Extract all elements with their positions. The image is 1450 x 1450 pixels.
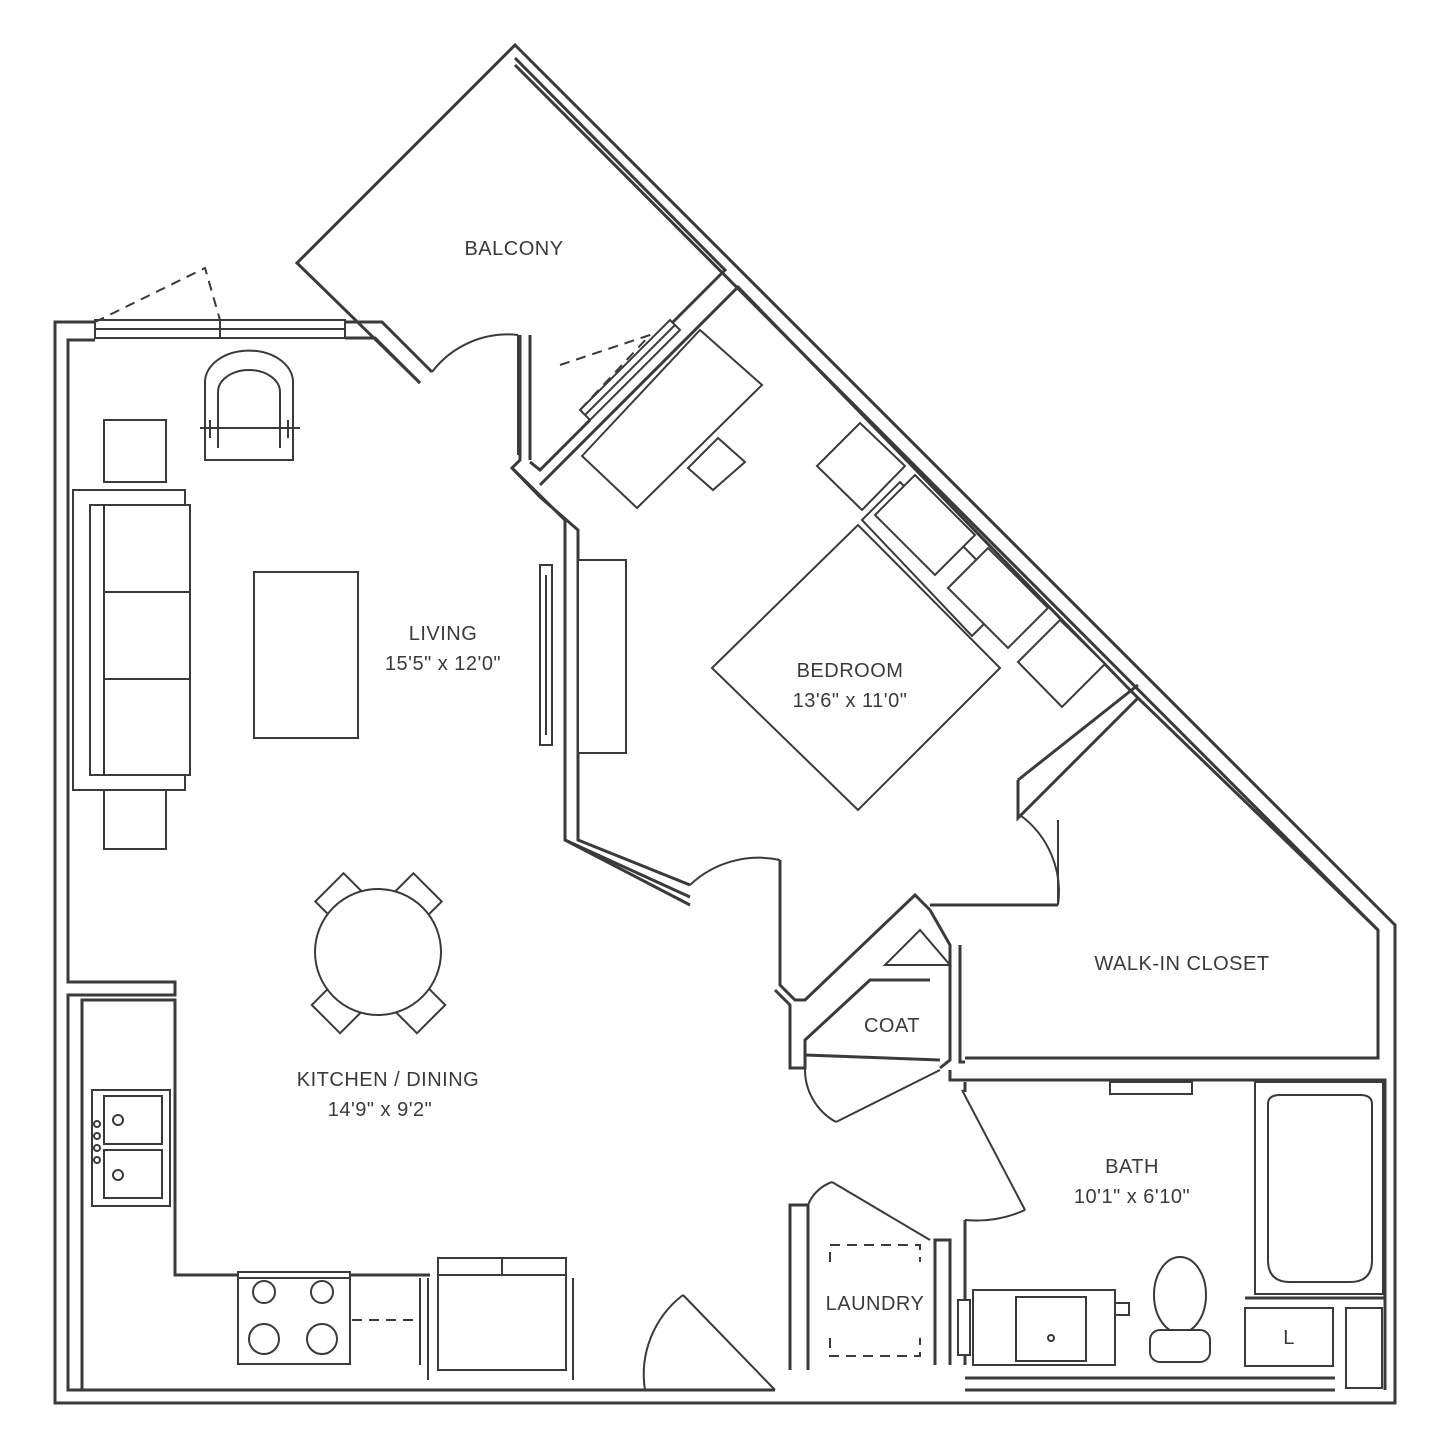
armchair: [200, 349, 300, 461]
vanity: [957, 1289, 1130, 1366]
living-label: LIVING: [409, 623, 478, 645]
end-table-top: [103, 419, 167, 483]
laundry-label: LAUNDRY: [826, 1293, 925, 1315]
end-table-bottom: [103, 786, 167, 850]
bath-size: 10'1" x 6'10": [1074, 1186, 1190, 1208]
linen-label: L: [1283, 1327, 1295, 1349]
toilet: [1149, 1256, 1211, 1363]
bath-label: BATH: [1105, 1156, 1159, 1178]
nightstand-bottom: [1016, 618, 1107, 709]
furniture: [72, 328, 1385, 1389]
bedroom-label: BEDROOM: [797, 660, 904, 682]
interior-walls: [80, 466, 1387, 1392]
washer-dryer: [829, 1244, 921, 1357]
stove: [237, 1271, 351, 1365]
dining-set: [310, 871, 447, 1035]
doors: [94, 266, 1060, 1391]
desk: [580, 328, 764, 510]
kitchen-sink: [91, 1089, 171, 1207]
living-size: 15'5" x 12'0": [385, 653, 501, 675]
bathtub: [1254, 1081, 1384, 1295]
wall-cabinet: [1345, 1307, 1383, 1389]
nightstand-top: [815, 421, 907, 512]
coat-label: COAT: [864, 1015, 920, 1037]
room-labels: BALCONY LIVING 15'5" x 12'0" BEDROOM 13'…: [297, 238, 1295, 1349]
sofa: [72, 489, 191, 791]
linen-closet: [1244, 1307, 1334, 1367]
refrigerator: [427, 1257, 574, 1380]
dresser: [577, 559, 627, 754]
kitchen-dining-label: KITCHEN / DINING: [297, 1069, 479, 1091]
pillow-bottom: [946, 546, 1050, 650]
bedroom-size: 13'6" x 11'0": [793, 690, 908, 712]
pillow-top: [873, 473, 977, 577]
balcony-label: BALCONY: [464, 238, 563, 260]
bath-vent: [1109, 1081, 1193, 1095]
walk-in-closet-label: WALK-IN CLOSET: [1094, 953, 1269, 975]
kitchen-dining-size: 14'9" x 9'2": [328, 1099, 433, 1121]
coffee-table: [253, 571, 359, 739]
